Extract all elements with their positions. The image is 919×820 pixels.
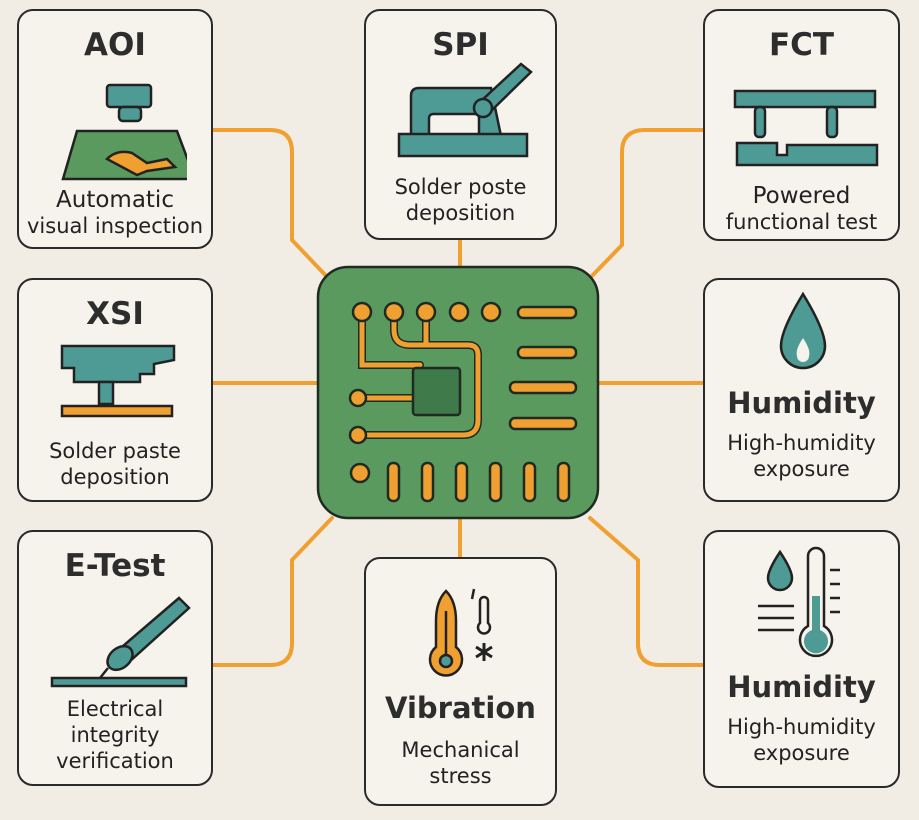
node-title: Humidity — [727, 386, 876, 420]
node-title: AOI — [84, 27, 146, 63]
test-fixture-icon — [733, 89, 879, 167]
solder-printer-icon — [397, 62, 533, 158]
thermometer-icon — [428, 588, 493, 677]
node-title: Humidity — [727, 670, 876, 704]
connector-aoi — [211, 128, 332, 282]
water-drop-icon — [779, 291, 827, 370]
connector-humidity2 — [588, 516, 705, 667]
node-title: XSI — [86, 296, 144, 332]
connector-etest — [211, 516, 334, 667]
probe-icon — [50, 596, 191, 688]
thermometer-drop-icon — [758, 546, 840, 658]
node-title: Vibration — [385, 691, 536, 725]
pcb-chip-icon — [316, 265, 600, 520]
camera-inspection-icon — [61, 83, 187, 181]
xray-head-icon — [60, 344, 176, 418]
node-title: FCT — [768, 27, 835, 63]
node-title: E-Test — [64, 548, 166, 584]
connector-fct — [586, 128, 705, 282]
node-title: SPI — [432, 27, 489, 63]
